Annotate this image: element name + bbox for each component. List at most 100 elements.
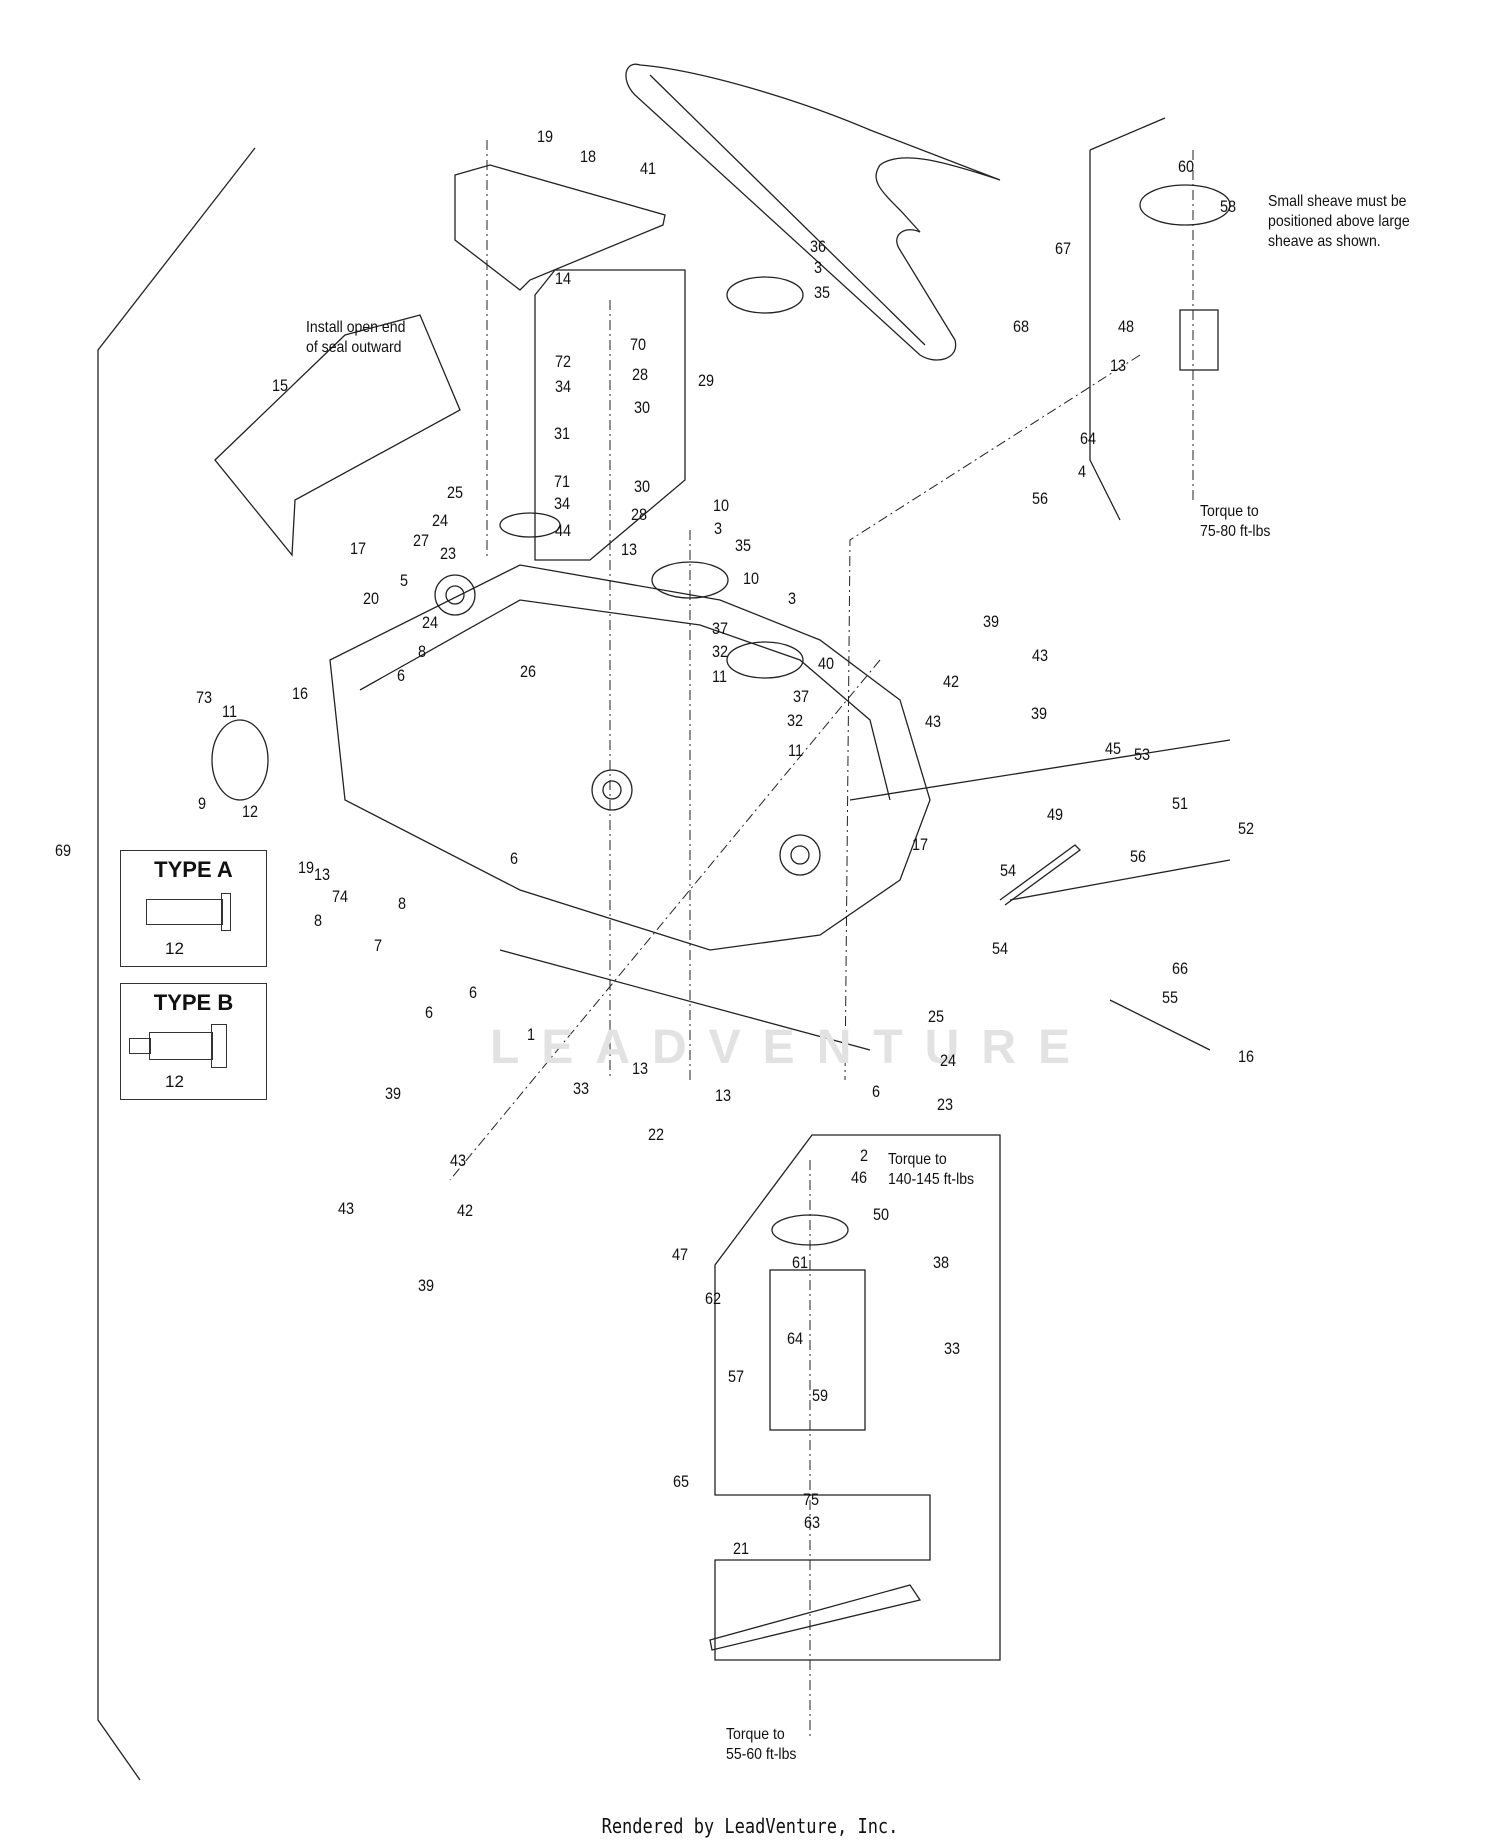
part-callout-39: 39 [1031,704,1048,723]
pin-type-b-icon [129,1038,151,1054]
part-callout-18: 18 [580,147,597,166]
part-callout-37: 37 [793,687,810,706]
belt-icon [625,63,1001,361]
housing-62-box [769,1269,866,1431]
part-callout-8: 8 [314,911,323,930]
part-callout-3: 3 [814,258,823,277]
part-callout-66: 66 [1172,959,1189,978]
part-callout-3: 3 [788,589,797,608]
type-a-part-number: 12 [165,939,184,958]
type-b-part-number: 12 [165,1072,184,1091]
part-callout-38: 38 [933,1253,950,1272]
part-callout-6: 6 [469,983,478,1002]
part-callout-43: 43 [450,1151,467,1170]
spring-26 [499,512,561,538]
part-callout-6: 6 [425,1003,434,1022]
watermark-text: LEADVENTURE [490,1021,1093,1074]
part-callout-47: 47 [672,1245,689,1264]
part-callout-63: 63 [804,1513,821,1532]
part-callout-59: 59 [812,1386,829,1405]
part-callout-24: 24 [940,1051,957,1070]
part-callout-9: 9 [198,794,207,813]
sheave-58 [1139,184,1231,226]
part-callout-6: 6 [397,666,406,685]
part-callout-11: 11 [222,702,238,721]
part-callout-35: 35 [735,536,752,555]
note-torque-spindle: Torque to 140-145 ft-lbs [888,1151,975,1188]
part-callout-10: 10 [713,496,730,515]
arm-66-bracket [849,739,1231,901]
part-callout-56: 56 [1130,847,1147,866]
part-callout-13: 13 [621,540,638,559]
part-callout-28: 28 [631,505,648,524]
part-callout-29: 29 [698,371,715,390]
part-callout-45: 45 [1105,739,1122,758]
note-sheave-position: Small sheave must be positioned above la… [1268,193,1410,250]
part-callout-62: 62 [705,1289,722,1308]
part-callout-75: 75 [803,1490,820,1509]
note-torque-idler: Torque to 75-80 ft-lbs [1200,503,1271,540]
part-callout-42: 42 [943,672,960,691]
type-b-box: TYPE B 12 [120,983,267,1100]
part-callout-6: 6 [872,1082,881,1101]
part-callout-27: 27 [413,531,430,550]
note-torque-blade: Torque to 55-60 ft-lbs [726,1726,797,1763]
part-callout-39: 39 [385,1084,402,1103]
type-a-title: TYPE A [154,857,233,882]
part-callout-52: 52 [1238,819,1255,838]
part-callout-39: 39 [983,612,1000,631]
spindle-47-box [714,1134,1001,1661]
part-callout-25: 25 [928,1007,945,1026]
part-callout-4: 4 [1078,462,1087,481]
part-callout-17: 17 [350,539,367,558]
part-callout-50: 50 [873,1205,890,1224]
part-callout-56: 56 [1032,489,1049,508]
footer-credit: Rendered by LeadVenture, Inc. [601,1814,899,1838]
idler-arm-29-box [534,269,686,561]
gauge-wheel-9 [211,719,269,801]
part-callout-24: 24 [432,511,449,530]
part-callout-8: 8 [418,642,427,661]
part-callout-61: 61 [792,1253,809,1272]
part-callout-10: 10 [743,569,760,588]
part-callout-24: 24 [422,613,439,632]
part-callout-7: 7 [374,936,383,955]
part-callout-43: 43 [925,712,942,731]
part-callout-32: 32 [712,642,729,661]
part-callout-15: 15 [272,376,289,395]
part-callout-2: 2 [860,1146,869,1165]
part-callout-20: 20 [363,589,380,608]
part-callout-13: 13 [715,1086,732,1105]
part-callout-65: 65 [673,1472,690,1491]
part-callout-46: 46 [851,1168,868,1187]
part-callout-17: 17 [912,835,929,854]
assembly-69-bracket [97,147,256,1781]
part-callout-40: 40 [818,654,835,673]
part-callout-16: 16 [292,684,309,703]
part-callout-23: 23 [937,1095,954,1114]
part-callout-19: 19 [537,127,554,146]
part-callout-48: 48 [1118,317,1135,336]
part-callout-70: 70 [630,335,647,354]
part-callout-73: 73 [196,688,213,707]
pin-type-a-icon [146,899,223,925]
part-callout-53: 53 [1134,745,1151,764]
part-callout-43: 43 [338,1199,355,1218]
part-callout-5: 5 [400,571,409,590]
discharge-chute-15 [214,314,461,557]
idler-67-box [1089,117,1166,521]
part-callout-34: 34 [555,377,572,396]
part-callout-13: 13 [1110,356,1127,375]
part-callout-54: 54 [992,939,1009,958]
part-callout-11: 11 [712,667,728,686]
part-callout-71: 71 [554,472,571,491]
part-callout-35: 35 [814,283,831,302]
part-callout-3: 3 [714,519,723,538]
part-callout-16: 16 [1238,1047,1255,1066]
part-callout-6: 6 [510,849,519,868]
part-callout-13: 13 [632,1059,649,1078]
part-callout-42: 42 [457,1201,474,1220]
belt-shield-18 [454,164,666,291]
part-callout-44: 44 [555,521,572,540]
